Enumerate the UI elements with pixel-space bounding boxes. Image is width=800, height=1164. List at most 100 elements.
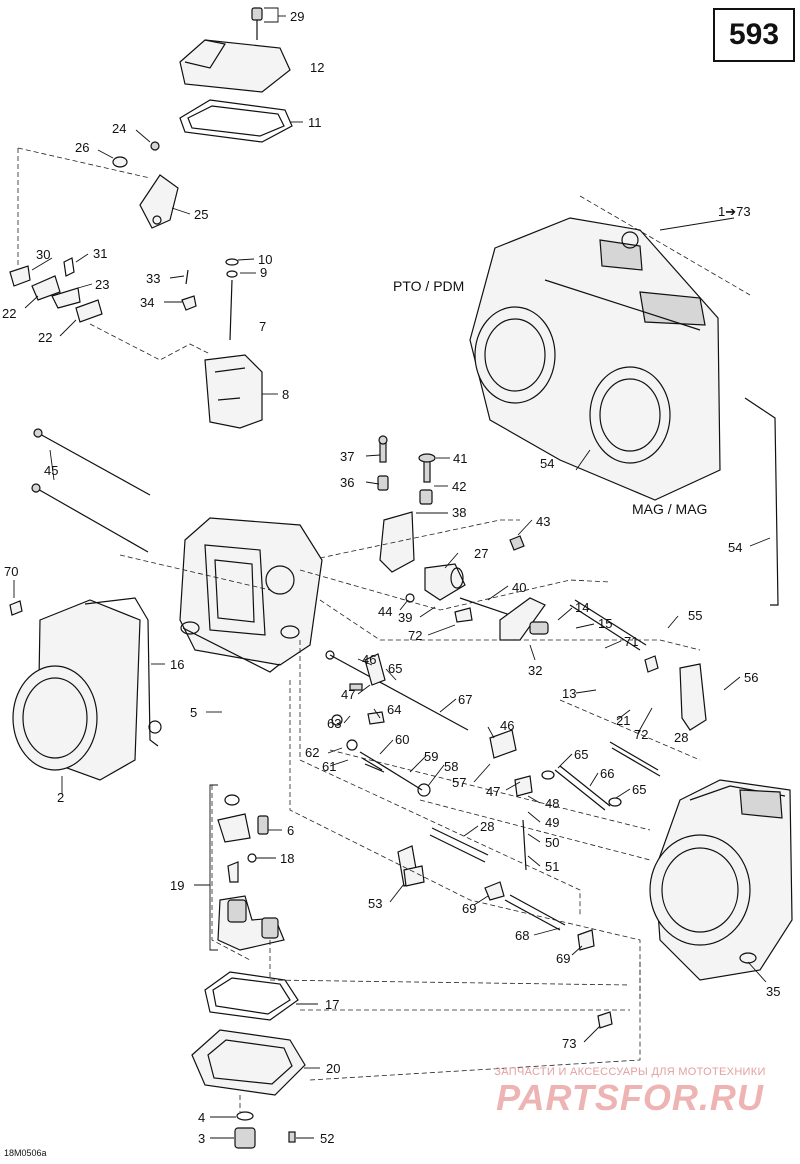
callout-37: 37 xyxy=(340,449,354,464)
drawing-code: 18M0506a xyxy=(4,1148,47,1158)
callout-55: 55 xyxy=(688,608,702,623)
intake-adapter xyxy=(9,597,162,781)
callout-33: 33 xyxy=(146,271,160,286)
callout-69-upper: 69 xyxy=(462,901,476,916)
needle-and-slide xyxy=(181,258,263,429)
callout-59: 59 xyxy=(424,749,438,764)
callout-43: 43 xyxy=(536,514,550,529)
carburetor-cover xyxy=(179,7,291,93)
callout-9: 9 xyxy=(260,265,267,280)
callout-27: 27 xyxy=(474,546,488,561)
callout-61: 61 xyxy=(322,759,336,774)
callout-34: 34 xyxy=(140,295,154,310)
callout-6: 6 xyxy=(287,823,294,838)
cover-gasket xyxy=(179,99,293,143)
callout-60: 60 xyxy=(395,732,409,747)
callout-25: 25 xyxy=(194,207,208,222)
pto-label: PTO / PDM xyxy=(393,278,464,294)
callout-24: 24 xyxy=(112,121,126,136)
carburetor-assembly-pair xyxy=(469,217,779,606)
callout-45: 45 xyxy=(44,463,58,478)
callout-64: 64 xyxy=(387,702,401,717)
callout-66: 66 xyxy=(600,766,614,781)
callout-70: 70 xyxy=(4,564,18,579)
callout-72-lower: 72 xyxy=(634,727,648,742)
callout-4: 4 xyxy=(198,1110,205,1125)
callout-40: 40 xyxy=(512,580,526,595)
callout-22-lower: 22 xyxy=(38,330,52,345)
callout-73: 73 xyxy=(562,1036,576,1051)
callout-12: 12 xyxy=(310,60,324,75)
callout-53: 53 xyxy=(368,896,382,911)
callout-22-upper: 22 xyxy=(2,306,16,321)
page-number-box: 593 xyxy=(713,8,795,62)
carburetor-housing xyxy=(179,517,323,673)
float-assembly xyxy=(217,794,285,951)
callout-47-upper: 47 xyxy=(341,687,355,702)
callout-54-lower: 54 xyxy=(728,540,742,555)
callout-38: 38 xyxy=(452,505,466,520)
shafts-and-springs xyxy=(325,599,707,871)
callout-67: 67 xyxy=(458,692,472,707)
float-bowl xyxy=(191,1029,306,1149)
callout-32: 32 xyxy=(528,663,542,678)
page-number: 593 xyxy=(728,18,780,51)
alignment-lines xyxy=(17,147,751,1112)
callout-52: 52 xyxy=(320,1131,334,1146)
callout-58: 58 xyxy=(444,759,458,774)
callout-1-73: 1➔73 xyxy=(718,204,751,219)
callout-19: 19 xyxy=(170,878,184,893)
watermark-tagline: ЗАПЧАСТИ И АКСЕССУАРЫ ДЛЯ МОТОТЕХНИКИ xyxy=(494,1066,766,1078)
callout-35: 35 xyxy=(766,984,780,999)
callout-62: 62 xyxy=(305,745,319,760)
callout-41: 41 xyxy=(453,451,467,466)
callout-54-upper: 54 xyxy=(540,456,554,471)
callout-3: 3 xyxy=(198,1131,205,1146)
callout-57: 57 xyxy=(452,775,466,790)
callout-18: 18 xyxy=(280,851,294,866)
callout-46-lower: 46 xyxy=(500,718,514,733)
callout-65-lower: 65 xyxy=(632,782,646,797)
callout-28-upper: 28 xyxy=(674,730,688,745)
callout-21: 21 xyxy=(616,713,630,728)
callout-42: 42 xyxy=(452,479,466,494)
callout-72-upper: 72 xyxy=(408,628,422,643)
callout-63: 63 xyxy=(327,716,341,731)
watermark-brand: PARTSFOR.RU xyxy=(496,1077,764,1118)
callout-44: 44 xyxy=(378,604,392,619)
callout-11: 11 xyxy=(308,115,322,130)
callout-68: 68 xyxy=(515,928,529,943)
callout-17: 17 xyxy=(325,997,339,1012)
callout-8: 8 xyxy=(282,387,289,402)
callout-65-middle: 65 xyxy=(574,747,588,762)
callout-10: 10 xyxy=(258,252,272,267)
callout-65-upper: 65 xyxy=(388,661,402,676)
callout-71: 71 xyxy=(624,634,638,649)
mag-carburetor-lower xyxy=(649,779,793,981)
callout-50: 50 xyxy=(545,835,559,850)
callout-14: 14 xyxy=(575,600,589,615)
mag-label: MAG / MAG xyxy=(632,501,707,517)
callout-31: 31 xyxy=(93,246,107,261)
linkage-assembly xyxy=(377,435,549,641)
callout-36: 36 xyxy=(340,475,354,490)
watermark: ЗАПЧАСТИ И АКСЕССУАРЫ ДЛЯ МОТОТЕХНИКИ PA… xyxy=(470,1066,790,1118)
callout-20: 20 xyxy=(326,1061,340,1076)
callout-48: 48 xyxy=(545,796,559,811)
throttle-lever xyxy=(112,141,179,229)
callout-56: 56 xyxy=(744,670,758,685)
fuel-fittings xyxy=(397,827,613,1029)
callout-15: 15 xyxy=(598,616,612,631)
callout-2: 2 xyxy=(57,790,64,805)
callout-28-lower: 28 xyxy=(480,819,494,834)
callout-47-lower: 47 xyxy=(486,784,500,799)
callout-26: 26 xyxy=(75,140,89,155)
callout-30: 30 xyxy=(36,247,50,262)
callout-23: 23 xyxy=(95,277,109,292)
callout-29: 29 xyxy=(290,9,304,24)
bowl-gasket xyxy=(204,971,299,1021)
callout-46-upper: 46 xyxy=(362,652,376,667)
long-bolts xyxy=(31,428,151,553)
callout-69-lower: 69 xyxy=(556,951,570,966)
callout-13: 13 xyxy=(562,686,576,701)
